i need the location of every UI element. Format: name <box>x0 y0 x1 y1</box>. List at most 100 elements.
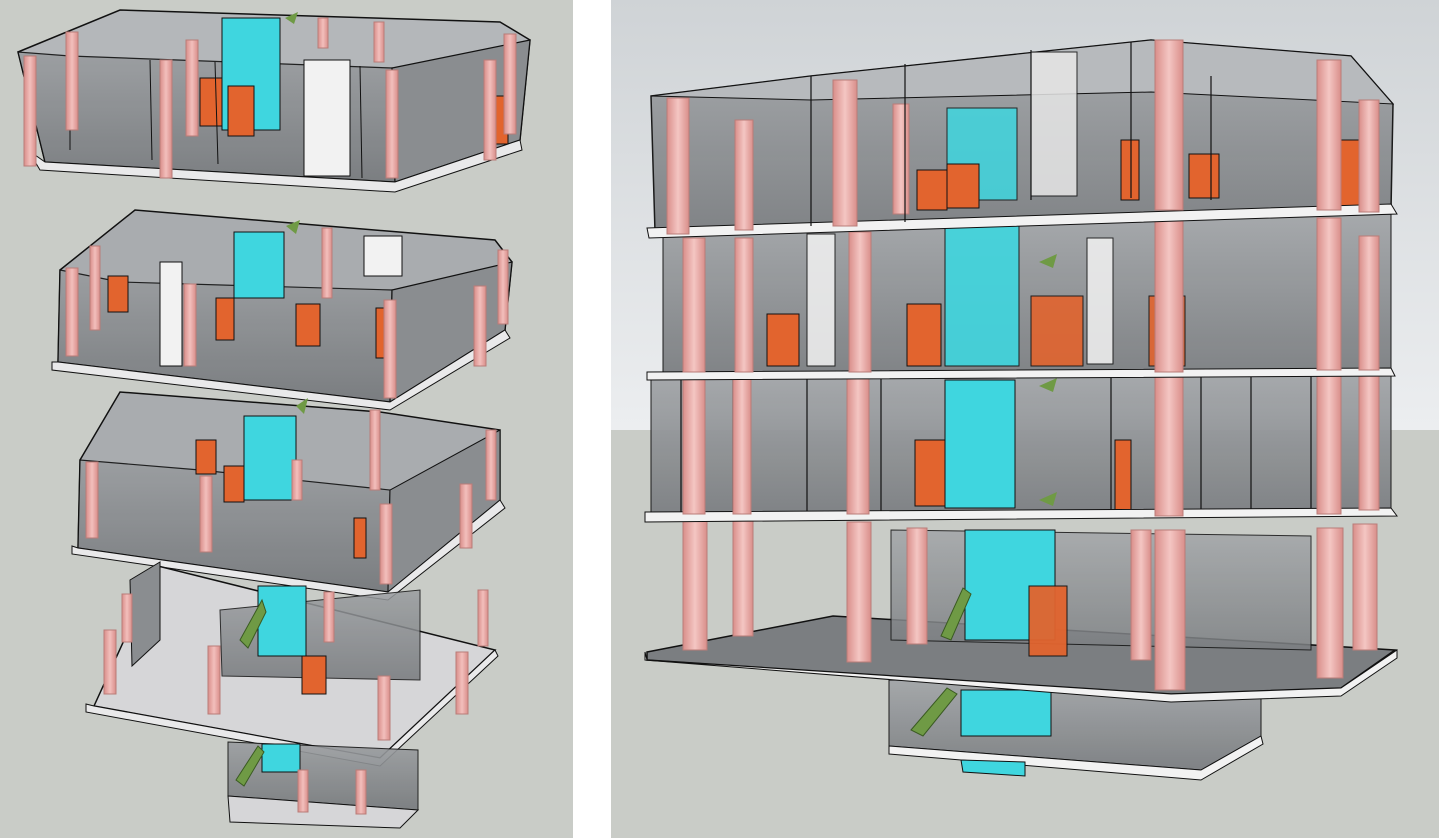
column <box>1352 523 1378 651</box>
white-wall <box>159 261 183 367</box>
column <box>483 59 497 161</box>
column <box>1316 373 1342 515</box>
door <box>223 465 245 503</box>
elevator-core-icon <box>944 379 1016 509</box>
column <box>497 249 509 325</box>
door <box>946 163 980 209</box>
column <box>682 377 706 515</box>
column <box>373 21 385 63</box>
elevator-core-icon <box>944 219 1020 367</box>
column <box>377 675 391 741</box>
elevator-core-icon <box>261 743 301 773</box>
stairs-icon <box>940 587 972 641</box>
column <box>1154 373 1184 517</box>
column <box>734 119 754 231</box>
door <box>916 169 948 211</box>
assembled-building-drawing <box>611 0 1439 838</box>
column <box>1358 235 1380 371</box>
column <box>355 769 367 815</box>
column <box>1154 529 1186 691</box>
door <box>227 85 255 137</box>
door <box>107 275 129 313</box>
column <box>199 475 213 553</box>
elevator-pit <box>960 759 1026 777</box>
stairs-icon <box>239 598 267 649</box>
column <box>1154 39 1184 211</box>
elevator-core-icon <box>960 689 1052 737</box>
exploded-floor-view <box>0 0 573 838</box>
column <box>383 299 397 399</box>
column <box>65 267 79 357</box>
stairs-icon <box>296 398 308 414</box>
floor-level-5 <box>646 39 1398 239</box>
column <box>1316 59 1342 211</box>
column <box>459 483 473 549</box>
column <box>846 377 870 515</box>
column <box>892 103 910 215</box>
floor-plate-2 <box>85 561 499 767</box>
basement-level <box>888 679 1264 781</box>
column <box>297 769 309 813</box>
column <box>207 645 221 715</box>
column <box>732 519 754 637</box>
elevator-core-icon <box>243 415 297 501</box>
elevator-core-icon <box>233 231 285 299</box>
floor-level-3 <box>644 373 1398 523</box>
door <box>295 303 321 347</box>
column <box>666 97 690 235</box>
floor-plate-5 <box>17 9 531 193</box>
door <box>914 439 946 507</box>
column <box>385 69 399 179</box>
column <box>23 55 37 167</box>
door <box>301 655 327 695</box>
column <box>317 17 329 49</box>
floor-plate-1 <box>227 741 420 829</box>
column <box>323 591 335 643</box>
stairs-icon <box>235 745 265 787</box>
column <box>832 79 858 227</box>
column <box>473 285 487 367</box>
stairs-icon <box>285 12 298 24</box>
door <box>906 303 942 367</box>
stairs-icon <box>1039 254 1057 268</box>
white-wall <box>303 59 351 177</box>
white-wall <box>806 233 836 367</box>
column <box>682 237 706 373</box>
column <box>682 519 708 651</box>
door <box>766 313 800 367</box>
door <box>215 297 235 341</box>
door <box>1030 295 1084 367</box>
floor-level-4 <box>646 211 1396 381</box>
column <box>906 527 928 645</box>
white-wall <box>1030 51 1078 197</box>
exploded-floor-drawing <box>0 0 573 838</box>
column <box>1316 527 1344 679</box>
stairs-icon <box>286 220 300 234</box>
column <box>369 409 381 491</box>
stairs-icon <box>1039 378 1057 392</box>
elevator-core-icon <box>257 585 307 657</box>
stairs-icon <box>910 687 958 737</box>
column <box>1154 211 1184 373</box>
column <box>1358 99 1380 213</box>
column <box>159 59 173 179</box>
column <box>734 237 754 373</box>
door <box>1188 153 1220 199</box>
white-wall <box>1086 237 1114 365</box>
door <box>1028 585 1068 657</box>
column <box>291 459 303 501</box>
assembled-building-view <box>611 0 1439 838</box>
column <box>846 521 872 663</box>
column <box>1358 373 1380 511</box>
column <box>321 227 333 299</box>
column <box>485 429 497 501</box>
column <box>65 31 79 131</box>
column <box>85 461 99 539</box>
door <box>195 439 217 475</box>
lobby-level <box>644 519 1398 703</box>
floor-plate-3 <box>71 391 506 601</box>
stairs-icon <box>1039 492 1057 506</box>
column <box>183 283 197 367</box>
column <box>1316 217 1342 371</box>
column <box>848 231 872 373</box>
